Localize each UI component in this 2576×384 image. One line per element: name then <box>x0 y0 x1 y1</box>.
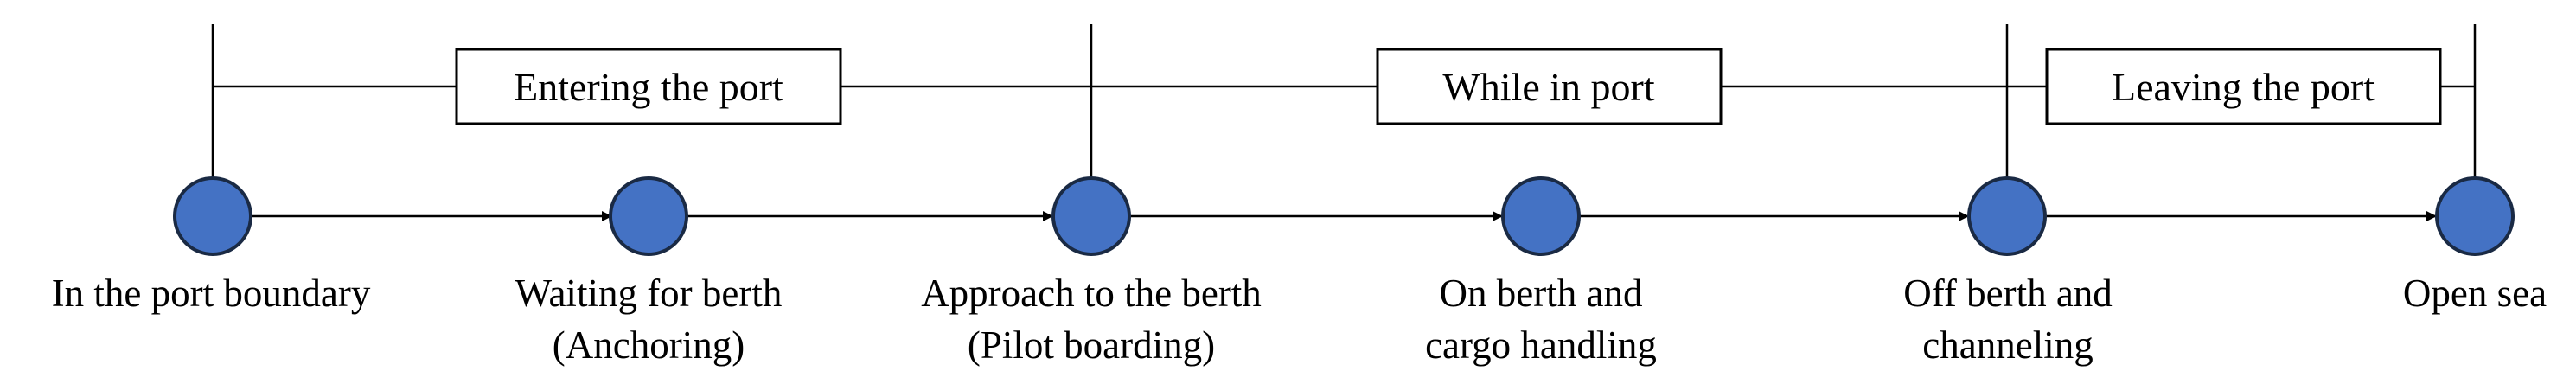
phase-label: While in port <box>1442 65 1654 109</box>
stage-label-line1: Approach to the berth <box>921 272 1262 315</box>
stage-label-line1: Open sea <box>2403 272 2547 315</box>
phase-label: Entering the port <box>514 65 783 109</box>
stage-node-approach <box>1051 176 1131 256</box>
phase-while-in-port: While in port <box>1376 48 1723 125</box>
phase-leaving-the-port: Leaving the port <box>2045 48 2442 125</box>
phase-label: Leaving the port <box>2112 65 2375 109</box>
stage-label-line2: (Anchoring) <box>553 323 745 367</box>
stage-label-line2: (Pilot boarding) <box>968 323 1215 367</box>
stage-node-port-boundary <box>173 176 252 256</box>
stage-label-approach: Approach to the berth (Pilot boarding) <box>921 272 1262 367</box>
stage-label-line1: In the port boundary <box>52 272 371 315</box>
stage-label-port-boundary: In the port boundary <box>52 272 371 315</box>
stage-label-on-berth: On berth and cargo handling <box>1425 272 1657 367</box>
stage-label-waiting: Waiting for berth (Anchoring) <box>515 272 783 367</box>
stage-node-off-berth <box>1967 176 2047 256</box>
stage-label-line1: On berth and <box>1440 272 1643 315</box>
stage-label-line2: cargo handling <box>1425 323 1657 367</box>
stage-label-line1: Off berth and <box>1903 272 2113 315</box>
stage-node-waiting <box>609 176 688 256</box>
stage-node-open-sea <box>2435 176 2515 256</box>
stage-label-line2: channeling <box>1922 323 2093 367</box>
stage-label-line1: Waiting for berth <box>515 272 783 315</box>
stage-node-on-berth <box>1501 176 1581 256</box>
stage-label-off-berth: Off berth and channeling <box>1903 272 2113 367</box>
stage-label-open-sea: Open sea <box>2403 272 2547 315</box>
phase-entering-the-port: Entering the port <box>455 48 842 125</box>
